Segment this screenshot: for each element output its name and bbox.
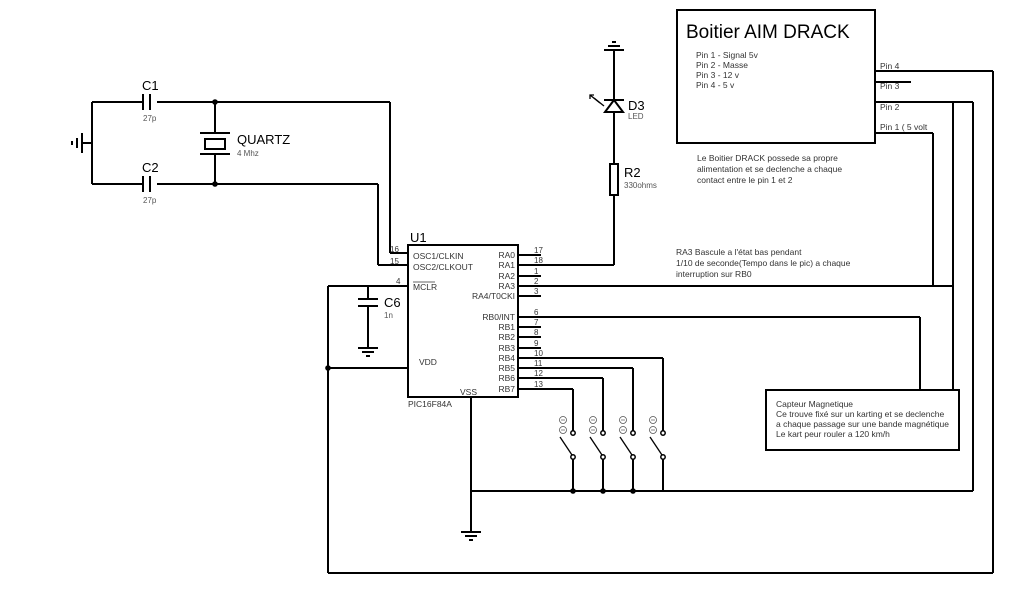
pin-name: RB4 [498, 353, 515, 363]
ground-icon [358, 347, 378, 357]
pin-number: 17 [534, 246, 543, 255]
pin-name: RA4/T0CKI [472, 291, 515, 301]
ground-icon [461, 531, 481, 541]
aim-pin-label-2: Pin 2 [880, 102, 900, 112]
ra3-note: RA3 Bascule a l'état bas pendant 1/10 de… [676, 247, 851, 279]
pin-num-15: 15 [390, 257, 399, 266]
pin-name: RA0 [498, 250, 515, 260]
ground-icon [71, 133, 92, 153]
switch [541, 357, 666, 491]
ra3-note-line: RA3 Bascule a l'état bas pendant [676, 247, 802, 257]
aim-pin-label-3: Pin 3 [880, 81, 900, 91]
r2-value: 330ohms [624, 181, 657, 190]
aim-pin-desc-1: Pin 1 - Signal 5v [696, 50, 759, 60]
pin-name: RB3 [498, 343, 515, 353]
pic-u1: U1 PIC16F84A OSC1/CLKIN OSC2/CLKOUT MCLR… [390, 230, 543, 409]
pin-number: 8 [534, 328, 539, 337]
pin-number: 10 [534, 349, 543, 358]
capacitor-c2: C2 27p [142, 160, 159, 205]
aim-note: Le Boitier DRACK possede sa propre alime… [697, 153, 842, 185]
pin-num-4: 4 [396, 277, 401, 286]
aim-pin-desc-2: Pin 2 - Masse [696, 60, 748, 70]
aim-pin-label-4: Pin 4 [880, 61, 900, 71]
aim-pin-label-1: Pin 1 ( 5 volt [880, 122, 928, 132]
r2-ref: R2 [624, 165, 641, 180]
mclr-vdd-circuit: C6 1n [325, 70, 994, 574]
pin-number: 13 [534, 380, 543, 389]
quartz-value: 4 Mhz [237, 149, 259, 158]
aim-note-line: contact entre le pin 1 et 2 [697, 175, 793, 185]
pin-name: RB6 [498, 373, 515, 383]
sensor-line: Capteur Magnetique [776, 399, 853, 409]
d3-ref: D3 [628, 98, 645, 113]
pin-number: 9 [534, 339, 539, 348]
ground-icon [604, 41, 624, 51]
c6-ref: C6 [384, 295, 401, 310]
pin-number: 3 [534, 287, 539, 296]
d3-value: LED [628, 112, 644, 121]
sensor-line: Ce trouve fixé sur un karting et se decl… [776, 409, 944, 419]
pin-name: RB2 [498, 332, 515, 342]
pin-name: RA1 [498, 260, 515, 270]
pin-name: RA2 [498, 271, 515, 281]
pin-name: RB7 [498, 384, 515, 394]
pin-num-16: 16 [390, 245, 399, 254]
capacitor-c1: C1 27p [142, 78, 159, 123]
pin-number: 18 [534, 256, 543, 265]
pin-number: 12 [534, 369, 543, 378]
ra3-note-line: 1/10 de seconde(Tempo dans le pic) a cha… [676, 258, 851, 268]
pin-name: RA3 [498, 281, 515, 291]
pin-number: 2 [534, 277, 539, 286]
sensor-line: a chaque passage sur une bande magnétiqu… [776, 419, 949, 429]
pin-osc1: OSC1/CLKIN [413, 251, 464, 261]
led-circuit: D3 LED R2 330ohms [518, 41, 657, 266]
aim-pin-desc-3: Pin 3 - 12 v [696, 70, 740, 80]
sensor-line: Le kart peur rouler a 120 km/h [776, 429, 890, 439]
pin-osc2: OSC2/CLKOUT [413, 262, 473, 272]
pin-number: 1 [534, 267, 539, 276]
c1-ref: C1 [142, 78, 159, 93]
pin-number: 6 [534, 308, 539, 317]
aim-note-line: alimentation et se declenche a chaque [697, 164, 842, 174]
pin-number: 7 [534, 318, 539, 327]
pin-mclr: MCLR [413, 282, 437, 292]
quartz-ref: QUARTZ [237, 132, 290, 147]
quartz-crystal: QUARTZ 4 Mhz [200, 99, 290, 187]
pin-vdd: VDD [419, 357, 437, 367]
u1-part: PIC16F84A [408, 399, 452, 409]
aim-pin-desc-4: Pin 4 - 5 v [696, 80, 735, 90]
switch [541, 388, 576, 494]
pin-name: RB0/INT [482, 312, 515, 322]
rb-switches [541, 357, 666, 494]
c6-value: 1n [384, 311, 393, 320]
pin-name: RB5 [498, 363, 515, 373]
c2-value: 27p [143, 196, 157, 205]
ra3-note-line: interruption sur RB0 [676, 269, 752, 279]
pin-vss: VSS [460, 387, 477, 397]
switch [541, 367, 636, 494]
pin-name: RB1 [498, 322, 515, 332]
aim-drack-box: Boitier AIM DRACK Pin 1 - Signal 5v Pin … [676, 9, 928, 144]
oscillator-circuit: C1 27p C2 27p QUARTZ 4 Mhz [71, 78, 408, 266]
sensor-box: Capteur Magnetique Ce trouve fixé sur un… [765, 389, 960, 451]
switch [541, 377, 606, 494]
c2-ref: C2 [142, 160, 159, 175]
aim-note-line: Le Boitier DRACK possede sa propre [697, 153, 838, 163]
pin-number: 11 [534, 359, 543, 368]
u1-ref: U1 [410, 230, 427, 245]
c1-value: 27p [143, 114, 157, 123]
led-d3 [589, 94, 625, 113]
aim-title: Boitier AIM DRACK [686, 22, 850, 43]
